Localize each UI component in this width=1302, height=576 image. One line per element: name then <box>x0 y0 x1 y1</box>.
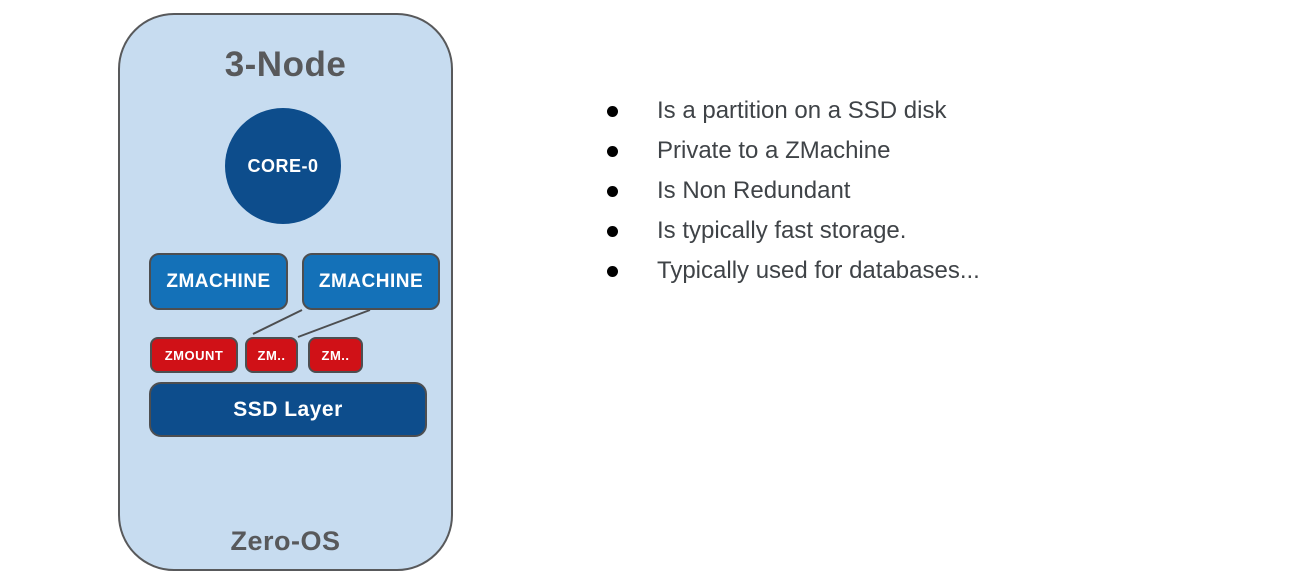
bullet-dot-icon <box>607 265 618 277</box>
bullet-item: Is Non Redundant <box>600 171 1160 211</box>
bullet-list: Is a partition on a SSD disk Private to … <box>600 91 1160 291</box>
core0-node: CORE-0 <box>225 108 341 224</box>
bullet-dot-icon <box>607 105 618 117</box>
bullet-dot-icon <box>607 185 618 197</box>
connector-line-right <box>297 309 371 338</box>
zmount-box-1: ZMOUNT <box>150 337 238 373</box>
bullet-text: Is Non Redundant <box>657 177 851 204</box>
zmachine-label-2: ZMACHINE <box>318 270 424 292</box>
bullet-text: Private to a ZMachine <box>657 137 891 164</box>
bullet-item: Is typically fast storage. <box>600 211 1160 251</box>
connector-line-left <box>252 309 303 335</box>
zmachine-box-1: ZMACHINE <box>149 253 288 310</box>
ssd-layer-label: SSD Layer <box>233 397 343 421</box>
bullet-item: Is a partition on a SSD disk <box>600 91 1160 131</box>
zmachine-box-2: ZMACHINE <box>302 253 440 310</box>
bullet-dot-icon <box>607 225 618 237</box>
zmount-label-3: ZM.. <box>321 347 350 363</box>
zmount-box-3: ZM.. <box>308 337 363 373</box>
bullet-text: Typically used for databases... <box>657 257 980 284</box>
zmount-label-2: ZM.. <box>257 347 286 363</box>
zmount-label-1: ZMOUNT <box>164 347 224 363</box>
zmachine-label-1: ZMACHINE <box>166 270 271 292</box>
bullet-item: Private to a ZMachine <box>600 131 1160 171</box>
ssd-layer-box: SSD Layer <box>149 382 427 437</box>
node-container: 3-Node CORE-0 ZMACHINE ZMACHINE ZMOUNT Z… <box>118 13 453 571</box>
bullet-text: Is typically fast storage. <box>657 217 907 244</box>
bullet-item: Typically used for databases... <box>600 251 1160 291</box>
bullet-text: Is a partition on a SSD disk <box>657 97 947 124</box>
bullet-dot-icon <box>607 145 618 157</box>
core0-label: CORE-0 <box>247 155 319 176</box>
zero-os-label: Zero-OS <box>230 526 341 556</box>
zmount-box-2: ZM.. <box>245 337 298 373</box>
node-title: 3-Node <box>224 45 347 84</box>
